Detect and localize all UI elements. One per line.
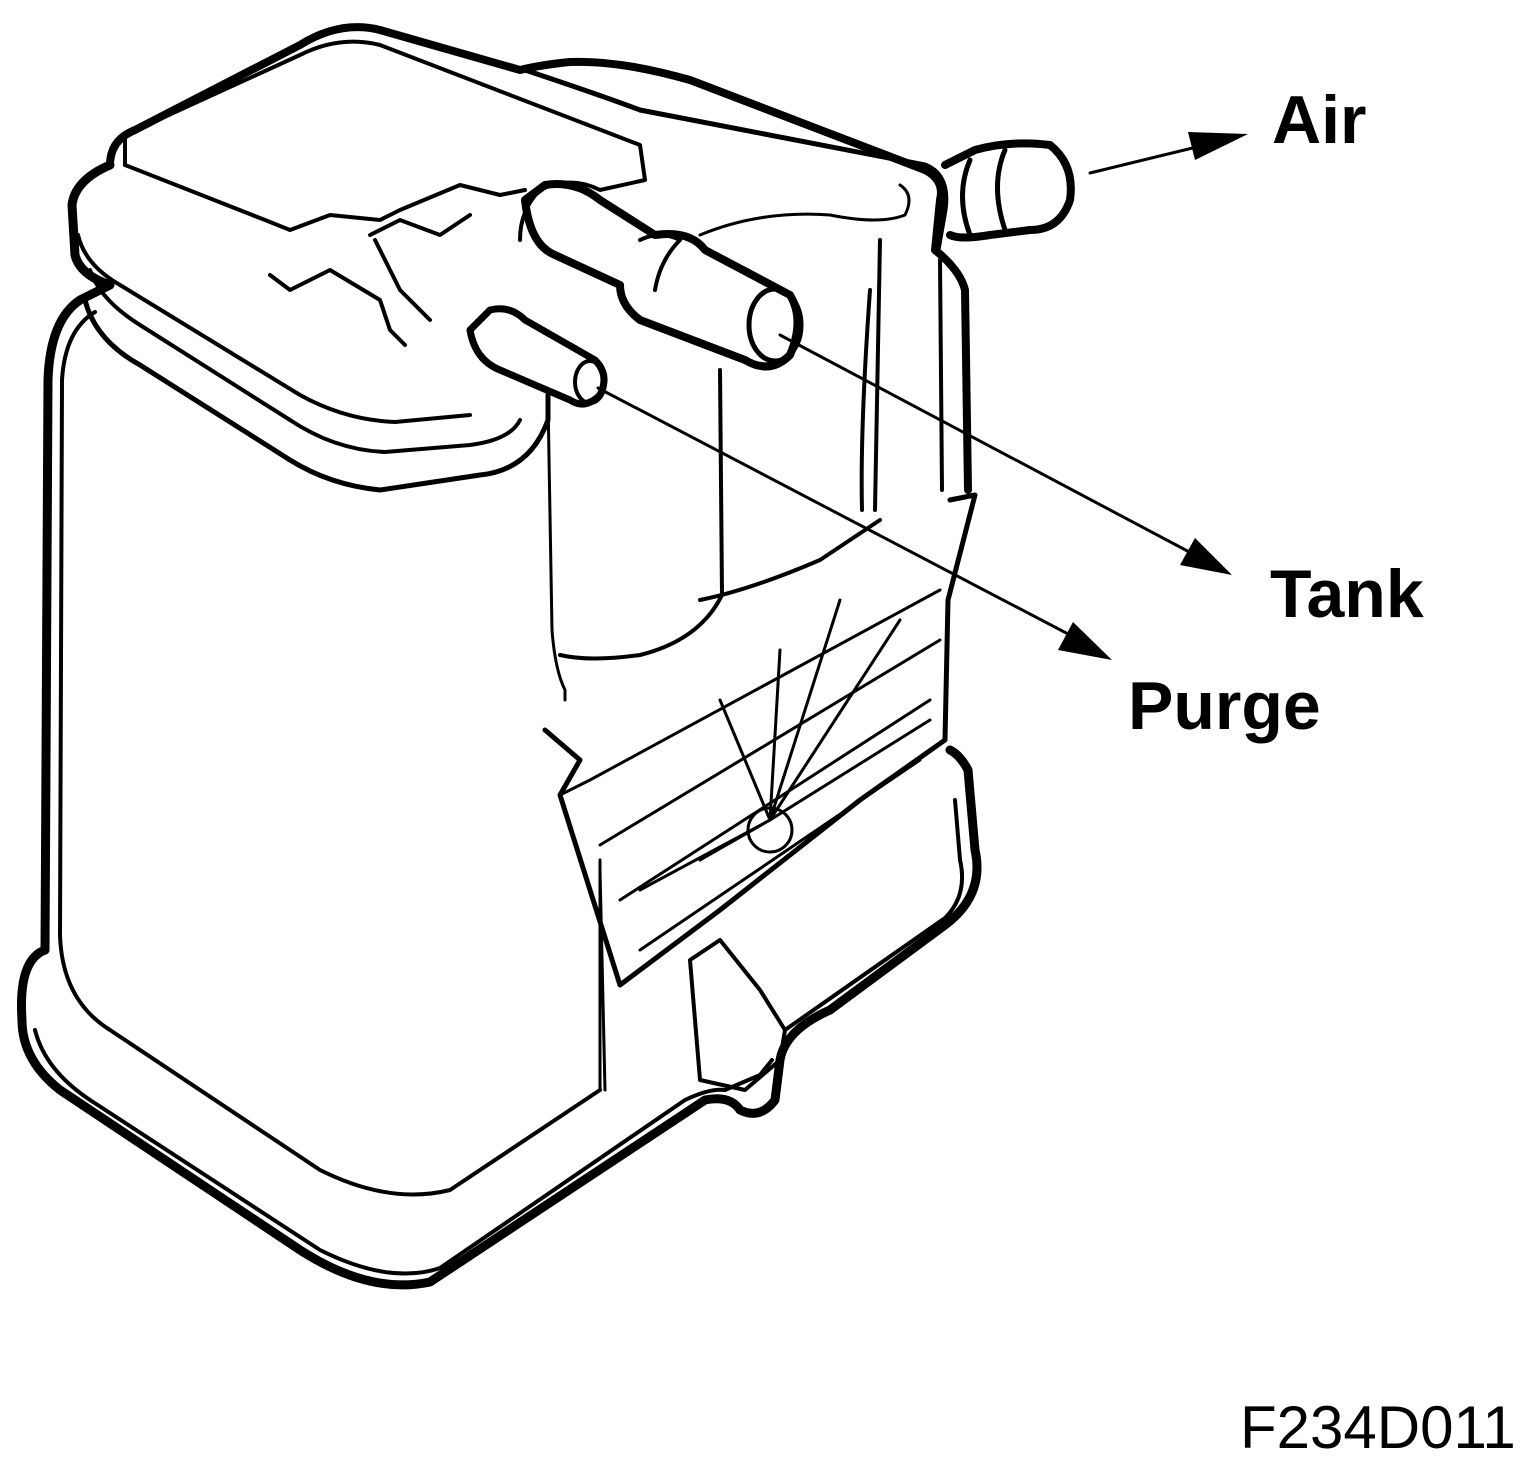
top-lid-inner [123, 39, 647, 242]
tank-port-opening [746, 286, 804, 364]
air-label: Air [1272, 82, 1367, 158]
air-port-tube [941, 139, 1075, 242]
air-arrow-line [1088, 143, 1207, 175]
tank-label: Tank [1270, 556, 1424, 632]
lid-recess [368, 213, 472, 322]
cutaway-inner [558, 588, 942, 952]
figure-id: F234D011 [1240, 1394, 1516, 1461]
purge-port-tube [466, 305, 608, 408]
upper-band-2 [88, 268, 522, 454]
bottom-tab [688, 938, 787, 1092]
base-flange-inner [33, 798, 965, 1276]
cutaway-radials [638, 598, 932, 892]
arrow-heads [1058, 132, 1248, 660]
top-lid [106, 23, 972, 494]
air-port-ring [960, 147, 1008, 238]
cutaway-panel [542, 492, 978, 988]
base-flange-outer [17, 745, 982, 1290]
lid-front-step [268, 268, 407, 347]
body-outline [40, 160, 115, 955]
air-arrowhead [1188, 132, 1248, 160]
inner-cylinder [558, 288, 882, 661]
purge-label: Purge [1128, 668, 1321, 744]
body-inner-edge [58, 310, 97, 937]
upper-band [82, 297, 551, 493]
body-front-bottom [58, 933, 602, 1197]
tank-arrowhead [1180, 538, 1232, 575]
body-split-line [546, 398, 607, 1092]
cutaway-hub [746, 806, 794, 854]
upper-band-3 [76, 233, 472, 424]
purge-arrowhead [1058, 622, 1112, 660]
right-rim-inner [698, 183, 911, 237]
lid-step [123, 163, 527, 232]
tank-arrow-line [778, 333, 1197, 557]
tank-port-collar [638, 233, 682, 292]
leader-lines [596, 143, 1207, 637]
purge-port-opening [573, 359, 607, 405]
tank-port-tube [521, 180, 802, 371]
purge-arrow-line [596, 386, 1072, 637]
right-side-wall [873, 238, 944, 512]
right-rim [522, 67, 949, 253]
